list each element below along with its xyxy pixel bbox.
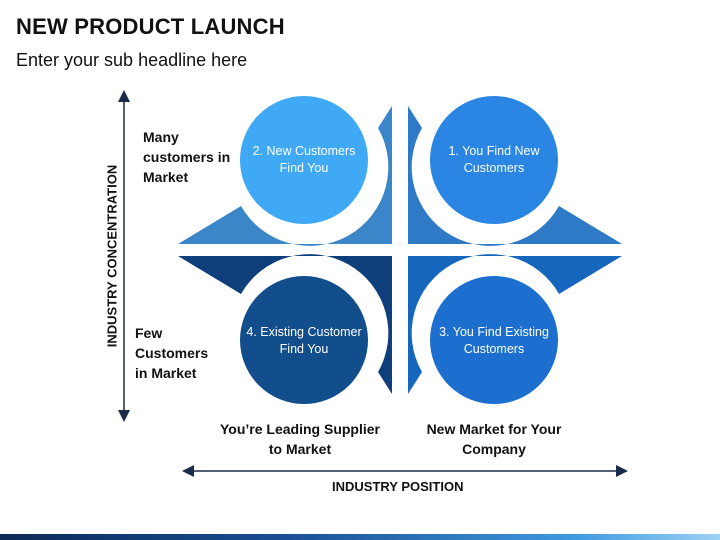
- quadrant-shape-bottom-right: [408, 254, 622, 394]
- quadrant-text-top-right: 1. You Find New Customers: [448, 144, 540, 175]
- quadrant-text-top-left: 2. New Customers Find You: [252, 144, 356, 175]
- quadrant-shape-top-right: [408, 106, 622, 246]
- circle-bottom-right: [426, 272, 562, 408]
- quadrant-shape-bottom-left: [178, 254, 392, 394]
- circle-bottom-left: [236, 272, 372, 408]
- page-title: NEW PRODUCT LAUNCH: [16, 14, 285, 39]
- bottom-label-left: You’re Leading Supplier to Market: [220, 421, 380, 457]
- quadrant-text-bottom-right: 3. You Find Existing Customers: [439, 325, 549, 356]
- x-axis-label: INDUSTRY POSITION: [332, 479, 464, 494]
- quadrant-text-bottom-left: 4. Existing Customer Find You: [246, 325, 362, 356]
- quadrant-shape-top-left: [178, 106, 392, 246]
- circle-top-right: [426, 92, 562, 228]
- page-subtitle: Enter your sub headline here: [16, 50, 248, 70]
- bottom-label-right: New Market for Your Company: [426, 421, 562, 457]
- side-label-top: Many customers in Market: [143, 129, 231, 185]
- y-axis-label: INDUSTRY CONCENTRATION: [104, 164, 120, 348]
- side-label-bottom: Few Customers in Market: [135, 325, 209, 381]
- circle-top-left: [236, 92, 372, 228]
- footer-gradient-bar: [0, 534, 720, 540]
